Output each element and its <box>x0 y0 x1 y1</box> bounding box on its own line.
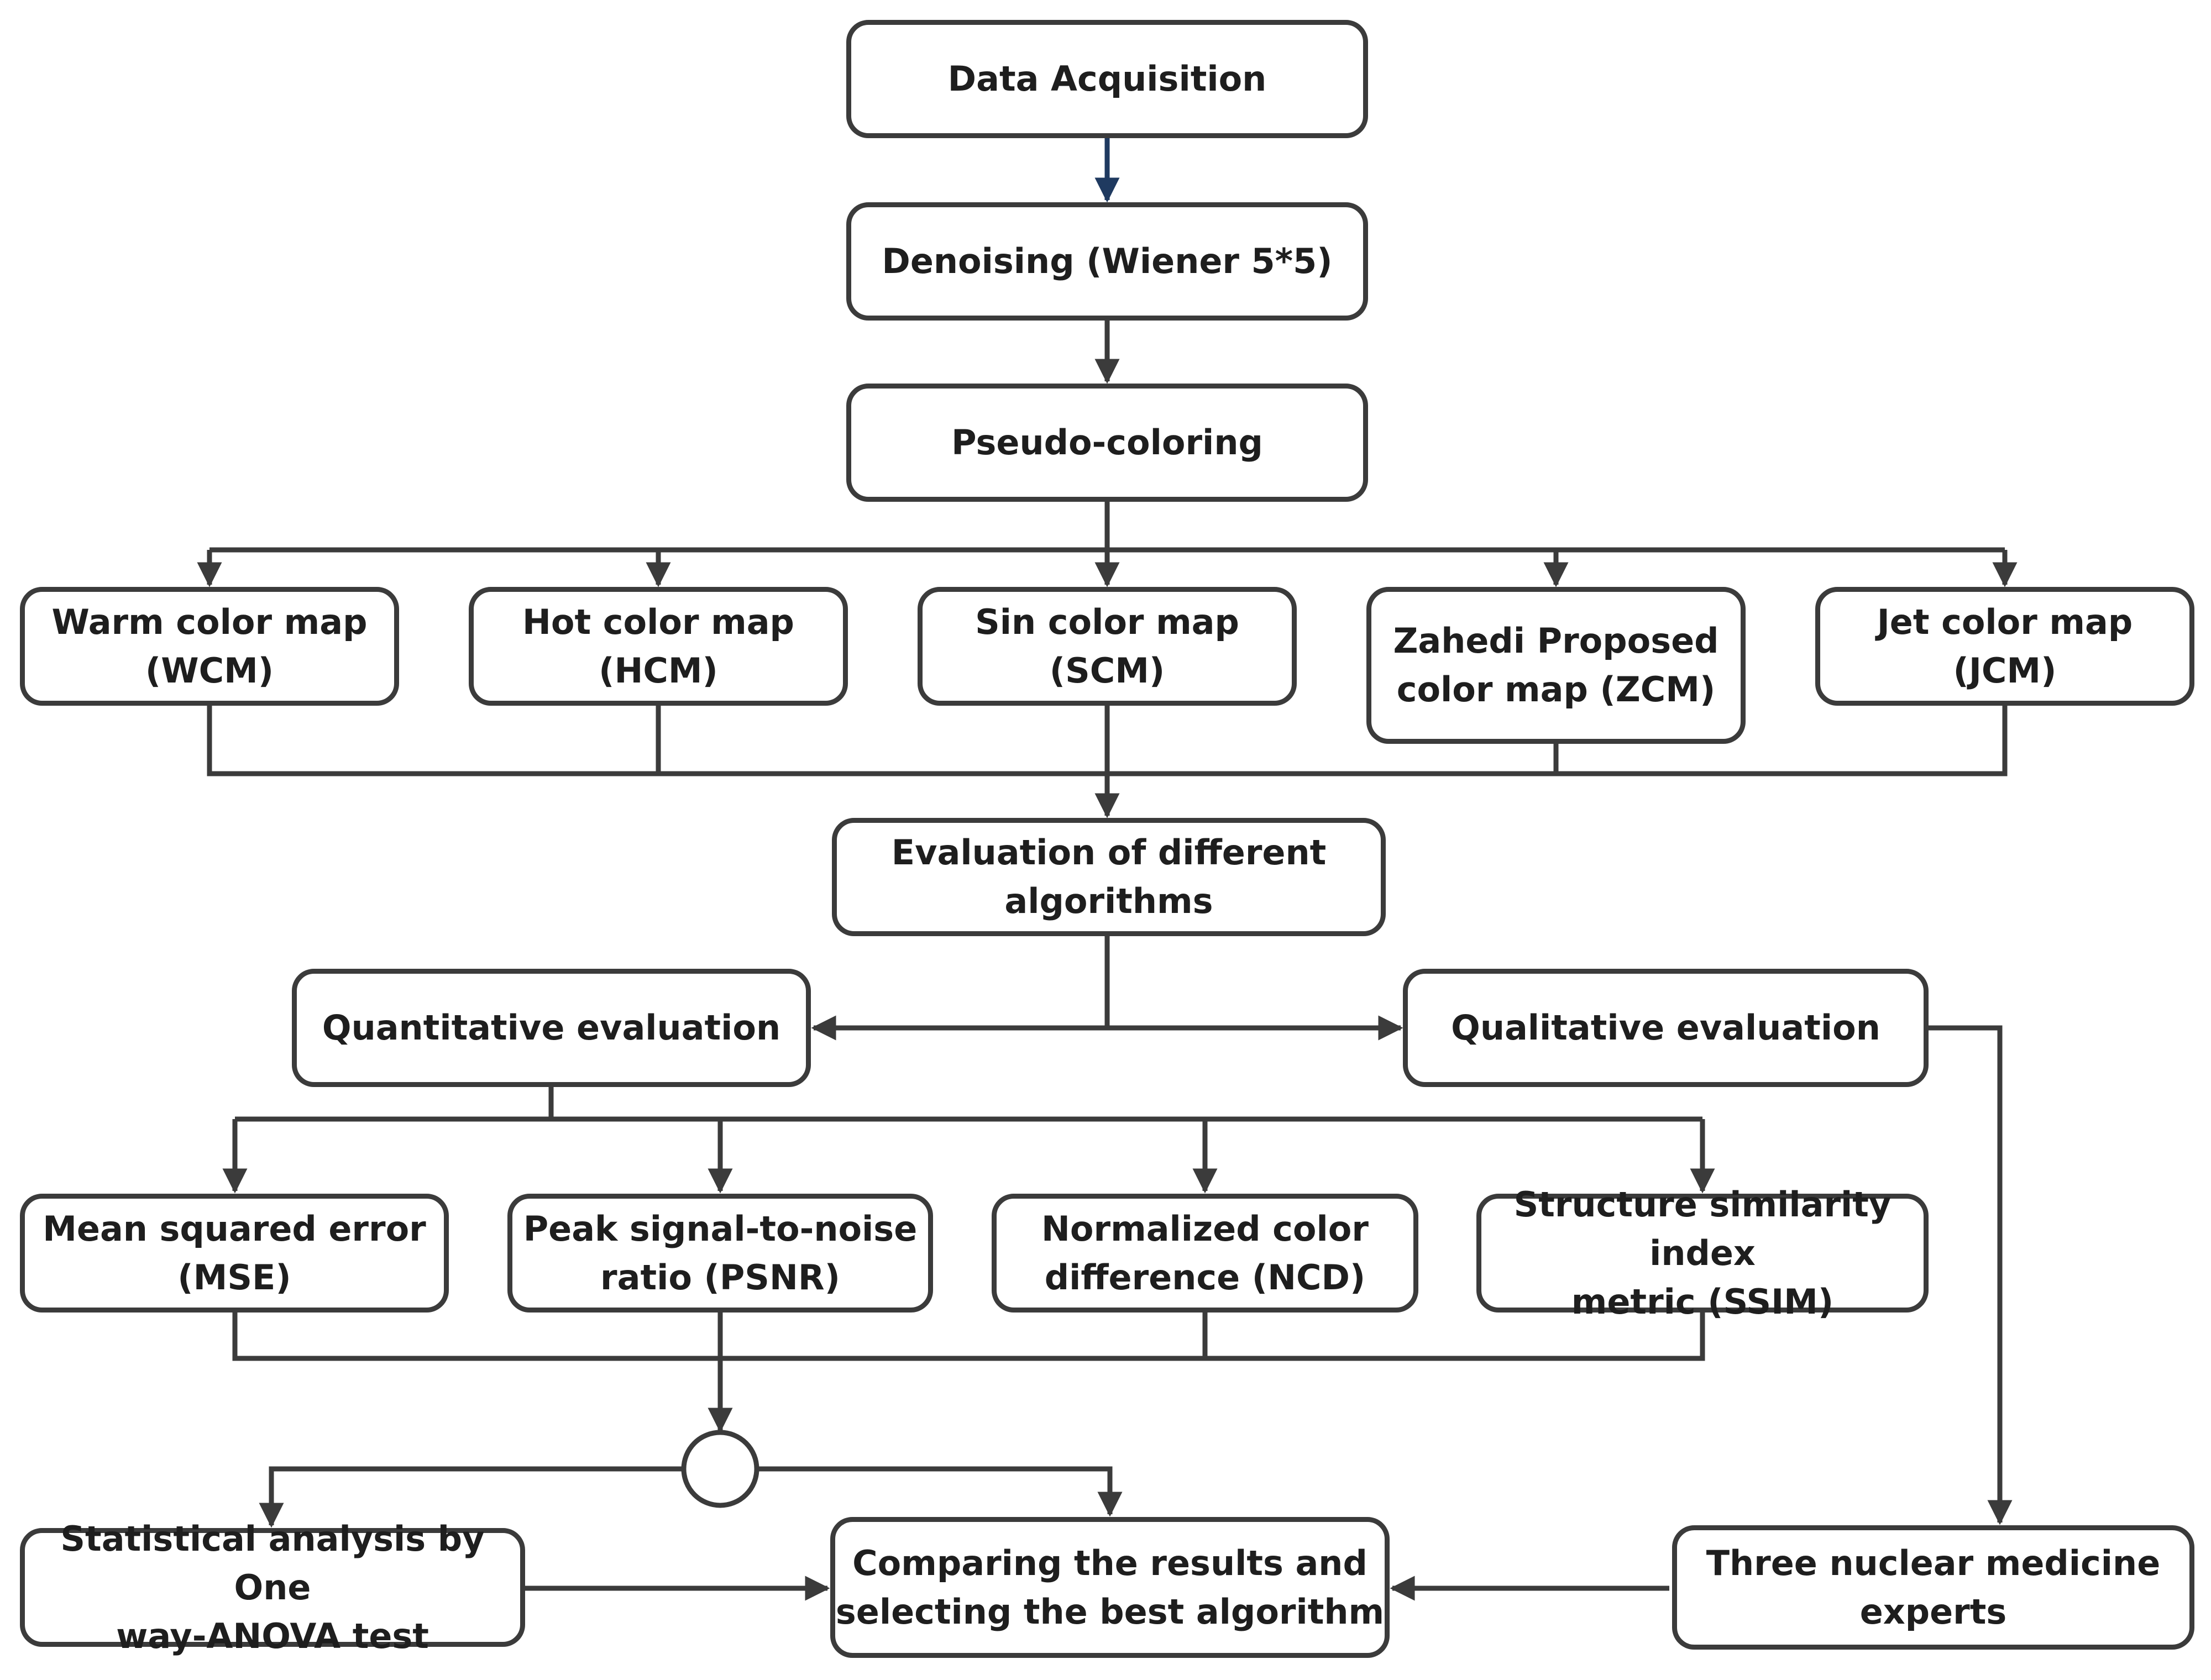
sin-color-map-box: Sin color map (SCM) <box>918 587 1297 706</box>
zahedi-color-map-box: Zahedi Proposed color map (ZCM) <box>1366 587 1746 744</box>
pseudo-coloring-box: Pseudo-coloring <box>846 384 1368 502</box>
ssim-label: Structure similarity index metric (SSIM) <box>1513 1184 1892 1322</box>
hot-color-map-label: Hot color map (HCM) <box>522 601 794 691</box>
junction-circle <box>681 1430 759 1508</box>
ssim-box: Structure similarity index metric (SSIM) <box>1476 1184 1929 1322</box>
comparing-results-box: Comparing the results and selecting the … <box>830 1517 1390 1658</box>
evaluation-box: Evaluation of different algorithms <box>832 818 1386 936</box>
arrow-qualitative-to-experts <box>1926 1025 2013 1525</box>
data-acquisition-box: Data Acquisition <box>846 20 1368 138</box>
data-acquisition-label: Data Acquisition <box>947 59 1267 99</box>
warm-color-map-label: Warm color map (WCM) <box>51 601 368 691</box>
mse-label: Mean squared error (MSE) <box>43 1208 426 1298</box>
mse-box: Mean squared error (MSE) <box>20 1194 449 1313</box>
arrow-junction-to-comparing <box>757 1466 1123 1517</box>
psnr-box: Peak signal-to-noise ratio (PSNR) <box>507 1194 933 1313</box>
statistical-analysis-label: Statistical analysis by One way-ANOVA te… <box>60 1518 485 1656</box>
quantitative-evaluation-box: Quantitative evaluation <box>292 969 811 1087</box>
ncd-box: Normalized color difference (NCD) <box>992 1194 1418 1313</box>
zahedi-color-map-label: Zahedi Proposed color map (ZCM) <box>1393 621 1719 710</box>
denoising-label: Denoising (Wiener 5*5) <box>882 241 1333 281</box>
comparing-results-label: Comparing the results and selecting the … <box>835 1542 1385 1632</box>
nuclear-medicine-experts-box: Three nuclear medicine experts <box>1672 1525 2194 1650</box>
warm-color-map-box: Warm color map (WCM) <box>20 587 399 706</box>
jet-color-map-box: Jet color map (JCM) <box>1815 587 2194 706</box>
nuclear-medicine-experts-label: Three nuclear medicine experts <box>1706 1542 2161 1632</box>
jet-color-map-label: Jet color map (JCM) <box>1877 601 2133 691</box>
psnr-label: Peak signal-to-noise ratio (PSNR) <box>523 1208 918 1298</box>
evaluation-label: Evaluation of different algorithms <box>891 832 1327 921</box>
ncd-label: Normalized color difference (NCD) <box>1041 1208 1369 1298</box>
quantitative-evaluation-label: Quantitative evaluation <box>322 1007 781 1048</box>
sin-color-map-label: Sin color map (SCM) <box>975 601 1239 691</box>
qualitative-evaluation-box: Qualitative evaluation <box>1403 969 1929 1087</box>
pseudo-coloring-label: Pseudo-coloring <box>951 422 1263 463</box>
denoising-box: Denoising (Wiener 5*5) <box>846 202 1368 321</box>
connector-metrics-merge <box>232 1313 1705 1361</box>
arrow-to-statistical-analysis <box>259 1466 684 1528</box>
statistical-analysis-box: Statistical analysis by One way-ANOVA te… <box>20 1519 525 1656</box>
qualitative-evaluation-label: Qualitative evaluation <box>1451 1007 1880 1048</box>
hot-color-map-box: Hot color map (HCM) <box>469 587 848 706</box>
